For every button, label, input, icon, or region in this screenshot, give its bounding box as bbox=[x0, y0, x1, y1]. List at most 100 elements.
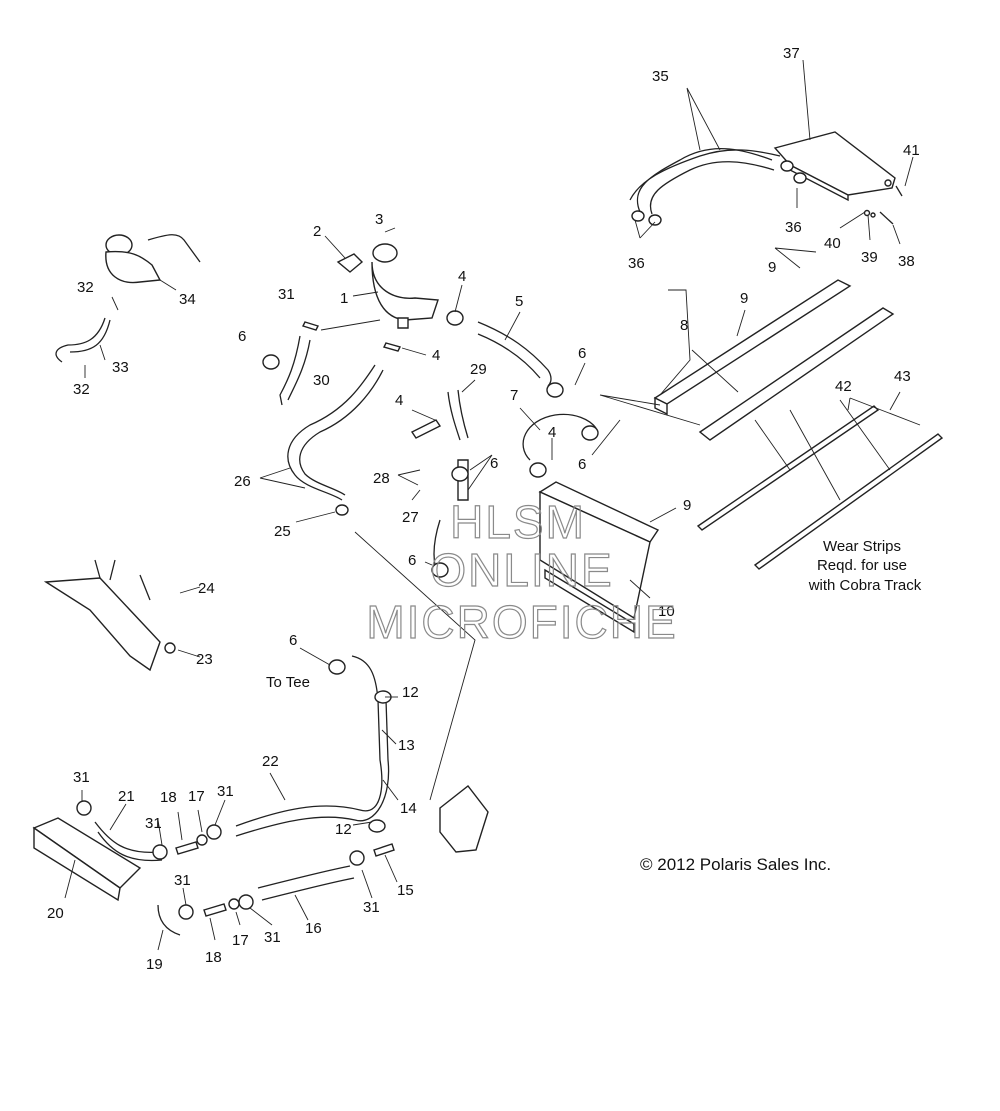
part-hose-30 bbox=[279, 335, 301, 406]
bolt-41 bbox=[895, 185, 903, 197]
clamp-a bbox=[446, 310, 464, 326]
clamp-j bbox=[152, 844, 168, 860]
callout-16: 16 bbox=[305, 920, 322, 937]
callout-38: 38 bbox=[898, 253, 915, 270]
watermark-line2: ONLINE bbox=[430, 544, 613, 596]
part-hose-22b bbox=[235, 699, 390, 837]
part-wear-strips bbox=[696, 405, 944, 570]
callout-14: 14 bbox=[400, 800, 417, 817]
callout-30: 30 bbox=[313, 372, 330, 389]
note-wear-strips-3: with Cobra Track bbox=[808, 577, 922, 594]
clamp-h bbox=[328, 659, 346, 675]
callout-32: 32 bbox=[77, 279, 94, 296]
part-hose-26 bbox=[287, 364, 376, 501]
part-pump-housing bbox=[439, 785, 489, 853]
part-hose-33 bbox=[55, 317, 106, 363]
part-gasket bbox=[336, 253, 364, 273]
callout-17: 17 bbox=[232, 932, 249, 949]
part-hose-33b bbox=[69, 319, 111, 353]
clamp-f bbox=[451, 466, 469, 482]
part-hose-22 bbox=[235, 655, 383, 827]
part-coolant-bottle bbox=[371, 243, 439, 329]
callout-2: 2 bbox=[313, 223, 321, 240]
callout-12: 12 bbox=[335, 821, 352, 838]
clamp-i bbox=[76, 800, 92, 816]
clamp-g bbox=[431, 562, 449, 578]
part-heat-exchanger-rear bbox=[773, 131, 896, 202]
clamp-36a bbox=[631, 210, 645, 222]
fitting-15 bbox=[373, 843, 395, 857]
callout-27: 27 bbox=[402, 509, 419, 526]
part-hose-30b bbox=[287, 339, 311, 401]
callout-18: 18 bbox=[205, 949, 222, 966]
part-hose-19 bbox=[157, 904, 181, 936]
note-wear-strips-2: Reqd. for use bbox=[817, 557, 907, 574]
callout-31: 31 bbox=[145, 815, 162, 832]
part-hose-29 bbox=[447, 391, 461, 441]
watermark: HLSM ONLINE MICROFICHE bbox=[366, 495, 677, 648]
ring-17a bbox=[196, 834, 208, 846]
callout-9: 9 bbox=[740, 290, 748, 307]
callout-25: 25 bbox=[274, 523, 291, 540]
fitting-18a bbox=[175, 841, 199, 855]
callout-15: 15 bbox=[397, 882, 414, 899]
callout-4: 4 bbox=[548, 424, 556, 441]
callout-36: 36 bbox=[628, 255, 645, 272]
callout-13: 13 bbox=[398, 737, 415, 754]
callout-5: 5 bbox=[515, 293, 523, 310]
callout-20: 20 bbox=[47, 905, 64, 922]
clamp-b bbox=[262, 354, 280, 370]
clamp-36d bbox=[793, 172, 807, 184]
ring-17b bbox=[228, 898, 240, 910]
callout-6: 6 bbox=[578, 456, 586, 473]
part-bottle-34 bbox=[105, 234, 201, 284]
part-hose-21b bbox=[97, 831, 163, 862]
callout-7: 7 bbox=[510, 387, 518, 404]
callout-26: 26 bbox=[234, 473, 251, 490]
part-hose-5b bbox=[477, 333, 541, 379]
callout-36: 36 bbox=[785, 219, 802, 236]
callout-6: 6 bbox=[408, 552, 416, 569]
callout-34: 34 bbox=[179, 291, 196, 308]
part-tunnel-exchanger bbox=[653, 279, 895, 441]
part-fitting-27 bbox=[410, 419, 442, 439]
clamp-e bbox=[529, 462, 547, 478]
clamp-c bbox=[546, 382, 564, 398]
callout-31: 31 bbox=[278, 286, 295, 303]
watermark-line1: HLSM bbox=[450, 496, 586, 548]
callout-33: 33 bbox=[112, 359, 129, 376]
callout-layer: 1 2 3 4 4 4 4 5 6 6 6 6 6 6 6 7 8 9 9 9 … bbox=[47, 45, 920, 973]
clamp-n bbox=[349, 850, 365, 866]
copyright-notice: © 2012 Polaris Sales Inc. bbox=[640, 855, 831, 874]
clamp-12b bbox=[368, 819, 386, 833]
clamp-o bbox=[335, 504, 349, 516]
callout-35: 35 bbox=[652, 68, 669, 85]
part-hose-5 bbox=[477, 321, 552, 387]
fitting-18b bbox=[203, 903, 227, 917]
callout-41: 41 bbox=[903, 142, 920, 159]
callout-8: 8 bbox=[680, 317, 688, 334]
part-hose-16b bbox=[261, 877, 355, 901]
callout-4: 4 bbox=[458, 268, 466, 285]
washer-39 bbox=[870, 212, 876, 218]
callout-40: 40 bbox=[824, 235, 841, 252]
callout-6: 6 bbox=[238, 328, 246, 345]
callout-31: 31 bbox=[363, 899, 380, 916]
callout-32: 32 bbox=[73, 381, 90, 398]
callout-6: 6 bbox=[289, 632, 297, 649]
part-hose-26b bbox=[299, 369, 384, 496]
callout-24: 24 bbox=[198, 580, 215, 597]
clamp-36c bbox=[780, 160, 794, 172]
nut-23 bbox=[164, 642, 176, 654]
callout-22: 22 bbox=[262, 753, 279, 770]
callout-31: 31 bbox=[217, 783, 234, 800]
callout-31: 31 bbox=[73, 769, 90, 786]
notes-layer: To Tee Wear Strips Reqd. for use with Co… bbox=[266, 538, 922, 691]
clamp-36b bbox=[648, 214, 662, 226]
clamp-k bbox=[206, 824, 222, 840]
callout-1: 1 bbox=[340, 290, 348, 307]
note-wear-strips-1: Wear Strips bbox=[823, 538, 901, 555]
callout-3: 3 bbox=[375, 211, 383, 228]
